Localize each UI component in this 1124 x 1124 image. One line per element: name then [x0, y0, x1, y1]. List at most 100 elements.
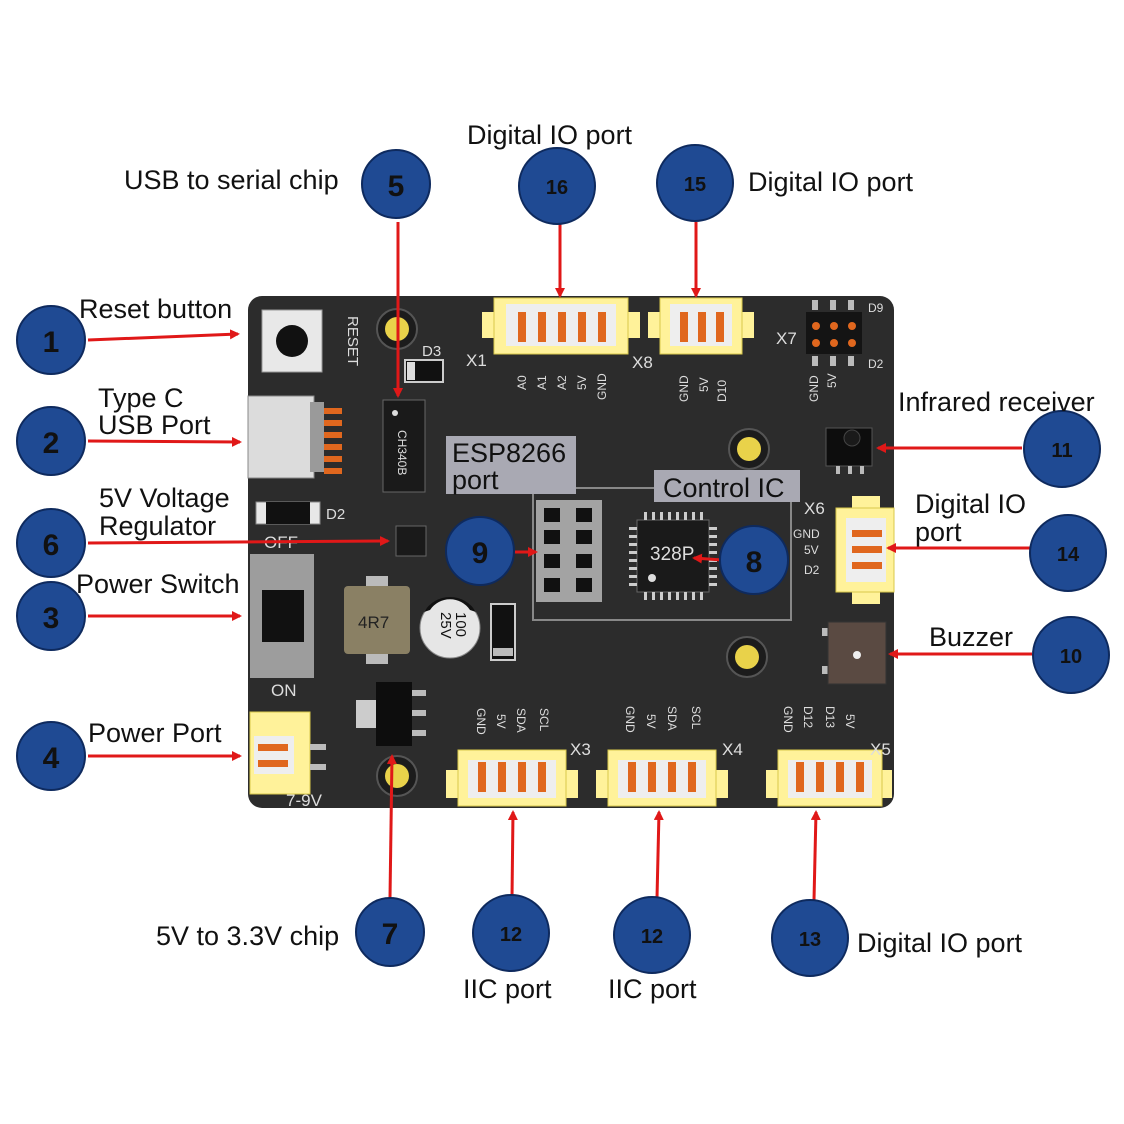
- x1-label: X1: [466, 351, 487, 370]
- x3-label: X3: [570, 740, 591, 759]
- badge-8: 8: [719, 525, 789, 595]
- badge-7: 7: [355, 897, 425, 967]
- control-ic-label: Control IC: [663, 473, 785, 503]
- capacitor-component: [419, 596, 481, 659]
- arrow-2: [87, 436, 242, 447]
- label-iic-2: IIC port: [608, 974, 697, 1004]
- x5-label: X5: [870, 740, 891, 759]
- x7-pin-label: GND: [807, 375, 821, 402]
- x7-d9-label: D9: [868, 301, 884, 315]
- badge-number: 15: [684, 174, 706, 196]
- badge-16: 16: [518, 147, 596, 225]
- badge-13: 13: [771, 899, 849, 977]
- arrow-1: [87, 329, 240, 342]
- badge-number: 2: [43, 427, 60, 460]
- ch340-chip: [382, 399, 426, 493]
- badge-3: 3: [16, 581, 86, 651]
- label-type-c-1: Type C: [98, 383, 184, 413]
- mcu-label: 328P: [650, 544, 694, 565]
- arrow-8: [692, 553, 723, 564]
- ch340-label: CH340B: [395, 430, 409, 475]
- label-regulator-2: Regulator: [99, 511, 217, 541]
- capacitor-label-2: 25V: [437, 612, 454, 639]
- x6-pin-label: GND: [793, 527, 820, 541]
- x8-pin-label: D10: [715, 380, 729, 402]
- x8-label: X8: [632, 353, 653, 372]
- x1-pin-label: GND: [595, 373, 609, 400]
- inductor-component: [344, 576, 410, 664]
- x7-d2-label: D2: [868, 357, 884, 371]
- badge-number: 11: [1051, 440, 1072, 462]
- x4-connector: [596, 749, 728, 807]
- badge-number: 1: [43, 326, 60, 359]
- badge-number: 8: [746, 546, 763, 579]
- x8-pin-labels: GND 5V D10: [677, 375, 729, 402]
- badge-number: 9: [472, 537, 489, 570]
- label-iic-1: IIC port: [463, 974, 552, 1004]
- mounting-hole: [728, 428, 770, 470]
- badge-11: 11: [1023, 410, 1101, 488]
- regulator-3v3-chip: [356, 682, 426, 746]
- label-regulator-1: 5V Voltage: [99, 483, 230, 513]
- badge-number: 5: [388, 170, 405, 203]
- x7-pin-label: 5V: [825, 373, 839, 388]
- mounting-hole: [376, 755, 418, 797]
- arrow-13: [810, 810, 821, 901]
- x6-pin-label: 5V: [804, 543, 819, 557]
- badge-number: 3: [43, 602, 60, 635]
- d2-label: D2: [326, 506, 345, 523]
- x5-pin-label: GND: [781, 706, 795, 733]
- badge-5: 5: [361, 149, 431, 219]
- label-buzzer: Buzzer: [929, 622, 1014, 652]
- badge-14: 14: [1029, 514, 1107, 592]
- label-infrared: Infrared receiver: [898, 387, 1095, 417]
- badge-12b: 12: [613, 896, 691, 974]
- x7-label: X7: [776, 329, 797, 348]
- inductor-label: 4R7: [358, 613, 389, 632]
- x7-header: [806, 300, 862, 366]
- diode-band: [407, 362, 415, 380]
- badge-6: 6: [16, 508, 86, 578]
- diode-component: [490, 603, 516, 661]
- badge-2: 2: [16, 406, 86, 476]
- x6-pin-label: D2: [804, 563, 820, 577]
- x4-label: X4: [722, 740, 743, 759]
- reset-silk-label: RESET: [344, 316, 361, 366]
- x3-pin-labels: GND 5V SDA SCL: [474, 708, 551, 735]
- power-range-label: 7-9V: [286, 791, 323, 810]
- x8-connector: [648, 297, 754, 355]
- badge-number: 6: [43, 529, 60, 562]
- label-digital-io-14-2: port: [915, 517, 962, 547]
- badge-10: 10: [1032, 616, 1110, 694]
- capacitor-label-1: 100: [452, 612, 469, 637]
- x1-connector: [482, 297, 640, 355]
- label-type-c-2: USB Port: [98, 410, 211, 440]
- x3-pin-label: SCL: [537, 708, 551, 732]
- regulator-chip: [395, 525, 427, 557]
- power-switch-component: [250, 554, 314, 678]
- x3-connector: [446, 749, 578, 807]
- x1-pin-label: A1: [535, 375, 549, 390]
- esp8266-label-1: ESP8266: [452, 438, 566, 468]
- x1-pin-label: 5V: [575, 375, 589, 390]
- badge-9: 9: [445, 516, 515, 586]
- buzzer-component: [822, 621, 887, 685]
- x6-pin-labels: GND 5V D2: [793, 527, 820, 577]
- x3-pin-label: SDA: [514, 708, 528, 733]
- x5-pin-label: 5V: [843, 714, 857, 729]
- badge-number: 4: [43, 742, 60, 775]
- x4-pin-labels: GND 5V SDA SCL: [623, 706, 703, 733]
- x5-connector: [766, 749, 892, 807]
- x5-pin-label: D12: [801, 706, 815, 728]
- label-power-switch: Power Switch: [76, 569, 240, 599]
- arrow-12b: [653, 810, 664, 899]
- control-ic-callout-box: [654, 470, 800, 502]
- badge-12a: 12: [472, 894, 550, 972]
- arrow-12a: [507, 810, 518, 899]
- esp8266-callout-box: [446, 436, 576, 494]
- x4-pin-label: 5V: [644, 714, 658, 729]
- x1-pin-label: A2: [555, 375, 569, 390]
- badge-number: 7: [382, 918, 399, 951]
- badge-number: 12: [500, 924, 522, 946]
